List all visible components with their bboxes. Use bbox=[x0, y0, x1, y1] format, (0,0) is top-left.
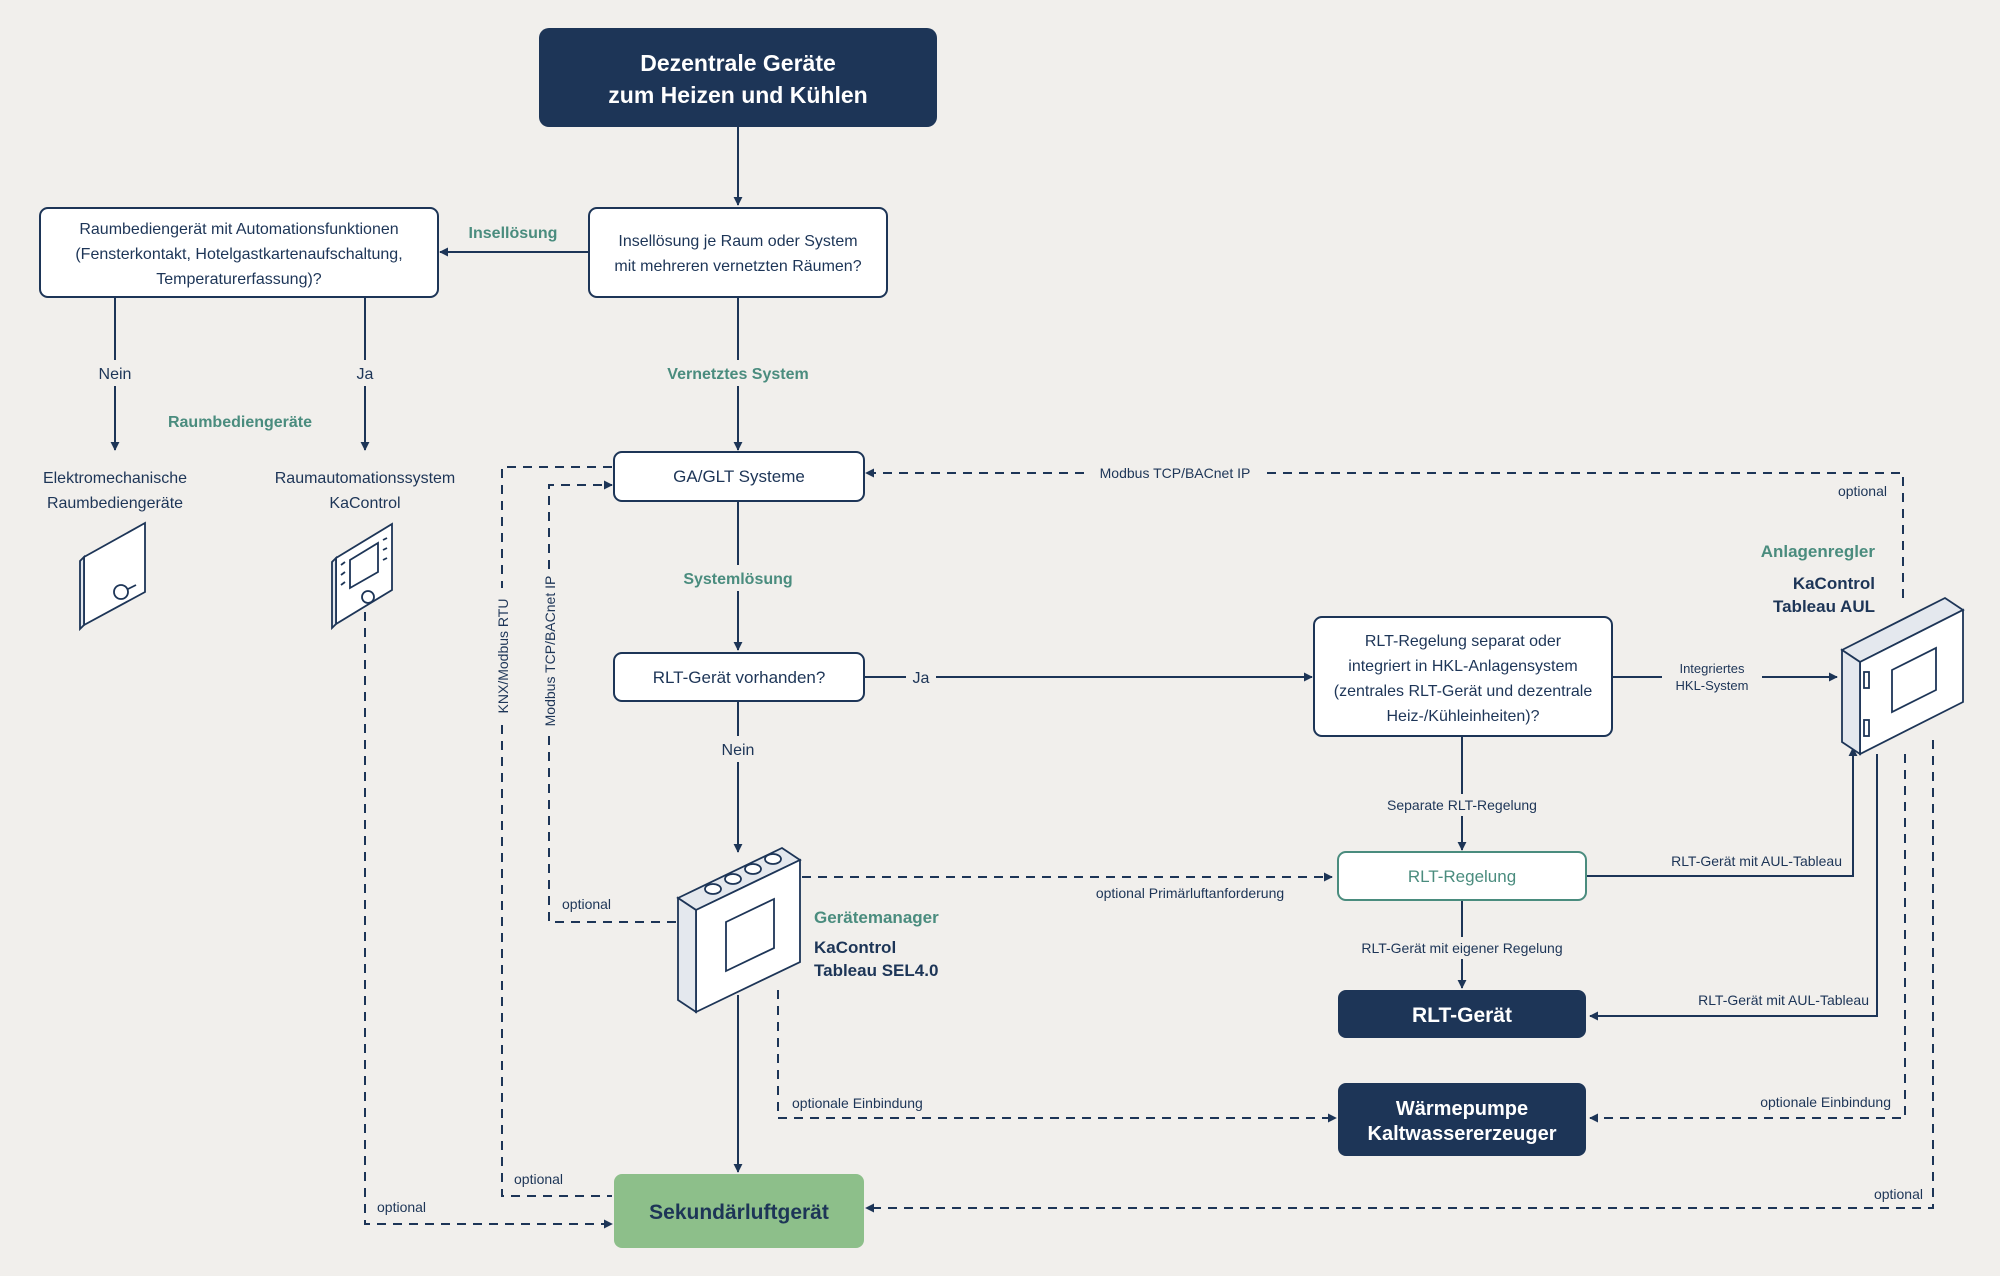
dashed-optionale-einbindung-mid bbox=[777, 990, 1337, 1123]
node-rlt-vorhanden: RLT-Gerät vorhanden? bbox=[613, 652, 865, 702]
geraetemanager-labels: Gerätemanager KaControl Tableau SEL4.0 bbox=[814, 908, 939, 980]
label-vernetztes-system: Vernetztes System bbox=[667, 366, 808, 383]
dashed-knx bbox=[501, 466, 612, 1197]
room-controller-icon bbox=[331, 522, 393, 631]
anlagenregler-name-line1: KaControl bbox=[1793, 574, 1875, 593]
label-optional-primaerluft: optional Primärluftanforderung bbox=[1096, 885, 1284, 901]
label-optional-bottom-left: optional bbox=[377, 1199, 426, 1215]
dashed-optional-right-bottom bbox=[865, 740, 1934, 1213]
anlagenregler-title: Anlagenregler bbox=[1761, 542, 1876, 561]
anlagenregler-name-line2: Tableau AUL bbox=[1773, 597, 1875, 616]
label-insellosung: Insellösung bbox=[469, 225, 558, 242]
node-raumauto: Raumautomationssystem KaControl bbox=[275, 470, 456, 512]
raum-question-line3: Temperaturerfassung)? bbox=[156, 271, 322, 288]
label-aul-tableau-2: RLT-Gerät mit AUL-Tableau bbox=[1698, 992, 1869, 1008]
node-insel-question: Insellösung je Raum oder System mit mehr… bbox=[588, 207, 888, 298]
node-rlt-geraet: RLT-Gerät bbox=[1338, 990, 1586, 1038]
node-rlt-regelung-question: RLT-Regelung separat oder integriert in … bbox=[1313, 616, 1613, 737]
label-modbus-vertical: Modbus TCP/BACnet IP bbox=[542, 576, 558, 727]
arrow-aul-tableau-2 bbox=[1589, 754, 1878, 1021]
rlt-vorhanden-label: RLT-Gerät vorhanden? bbox=[653, 668, 826, 687]
label-raumbediengeraete: Raumbediengeräte bbox=[168, 414, 312, 431]
rlt-question-line2: integriert in HKL-Anlagensystem bbox=[1348, 658, 1577, 675]
label-optional-mid: optional bbox=[562, 896, 611, 912]
raum-question-line2: (Fensterkontakt, Hotelgastkartenaufschal… bbox=[75, 246, 402, 263]
rlt-question-line1: RLT-Regelung separat oder bbox=[1365, 633, 1562, 650]
waermepumpe-line2: Kaltwassererzeuger bbox=[1368, 1123, 1557, 1145]
geraetemanager-name-line2: Tableau SEL4.0 bbox=[814, 961, 938, 980]
label-optional-sek-left: optional bbox=[514, 1171, 563, 1187]
thermostat-icon bbox=[79, 521, 146, 632]
anlagenregler-device-icon bbox=[1840, 596, 1965, 756]
elektro-line2: Raumbediengeräte bbox=[47, 495, 183, 512]
raumauto-line2: KaControl bbox=[329, 495, 400, 512]
label-separate: Separate RLT-Regelung bbox=[1387, 797, 1537, 813]
label-eigene-regelung: RLT-Gerät mit eigener Regelung bbox=[1361, 940, 1562, 956]
node-ga-glt: GA/GLT Systeme bbox=[613, 451, 865, 502]
node-top-line1: Dezentrale Geräte bbox=[640, 50, 836, 76]
node-rlt-regelung: RLT-Regelung bbox=[1337, 851, 1587, 901]
node-elektro: Elektromechanische Raumbediengeräte bbox=[43, 470, 187, 512]
geraetemanager-device-icon bbox=[676, 846, 802, 1014]
label-ja-mid: Ja bbox=[913, 670, 930, 687]
rlt-geraet-label: RLT-Gerät bbox=[1412, 1004, 1512, 1027]
raumauto-line1: Raumautomationssystem bbox=[275, 470, 456, 487]
insel-question-line2: mit mehreren vernetzten Räumen? bbox=[614, 258, 861, 275]
dashed-modbus-vertical bbox=[548, 480, 676, 923]
label-optionale-einbindung-mid: optionale Einbindung bbox=[792, 1095, 923, 1111]
rlt-regelung-label: RLT-Regelung bbox=[1408, 867, 1516, 886]
label-ja-left: Ja bbox=[357, 366, 374, 383]
ga-glt-label: GA/GLT Systeme bbox=[673, 467, 805, 486]
rlt-question-line3: (zentrales RLT-Gerät und dezentrale bbox=[1334, 683, 1593, 700]
edge-labels: Insellösung Nein Ja Raumbediengeräte Ver… bbox=[90, 218, 1923, 1215]
label-integriertes-line1: Integriertes bbox=[1679, 661, 1745, 676]
sekundaer-label: Sekundärluftgerät bbox=[649, 1201, 829, 1224]
label-systemloesung: Systemlösung bbox=[683, 571, 792, 588]
geraetemanager-title: Gerätemanager bbox=[814, 908, 939, 927]
rlt-question-line4: Heiz-/Kühleinheiten)? bbox=[1387, 708, 1540, 725]
dashed-raumauto-sekundaer bbox=[364, 612, 613, 1229]
elektro-line1: Elektromechanische bbox=[43, 470, 187, 487]
label-optionale-einbindung-right: optionale Einbindung bbox=[1760, 1094, 1891, 1110]
raum-question-line1: Raumbediengerät mit Automationsfunktione… bbox=[79, 221, 398, 238]
label-integriertes-line2: HKL-System bbox=[1676, 678, 1749, 693]
label-optional-right-bottom: optional bbox=[1874, 1186, 1923, 1202]
geraetemanager-name-line1: KaControl bbox=[814, 938, 896, 957]
insel-question-line1: Insellösung je Raum oder System bbox=[618, 233, 857, 250]
arrow-aul-tableau-1 bbox=[1587, 747, 1858, 877]
node-top: Dezentrale Geräte zum Heizen und Kühlen bbox=[539, 28, 937, 127]
anlagenregler-labels: Anlagenregler KaControl Tableau AUL bbox=[1761, 542, 1876, 616]
label-aul-tableau-1: RLT-Gerät mit AUL-Tableau bbox=[1671, 853, 1842, 869]
waermepumpe-line1: Wärmepumpe bbox=[1396, 1098, 1528, 1120]
node-sekundaer: Sekundärluftgerät bbox=[614, 1174, 864, 1248]
label-nein-left: Nein bbox=[99, 366, 132, 383]
label-modbus-top: Modbus TCP/BACnet IP bbox=[1100, 465, 1251, 481]
label-nein-mid: Nein bbox=[722, 742, 755, 759]
node-waermepumpe: Wärmepumpe Kaltwassererzeuger bbox=[1338, 1083, 1586, 1156]
node-raum-question: Raumbediengerät mit Automationsfunktione… bbox=[39, 207, 439, 298]
node-top-line2: zum Heizen und Kühlen bbox=[608, 82, 867, 108]
label-knx-modbus-rtu: KNX/Modbus RTU bbox=[495, 599, 511, 714]
label-optional-top-right: optional bbox=[1838, 483, 1887, 499]
